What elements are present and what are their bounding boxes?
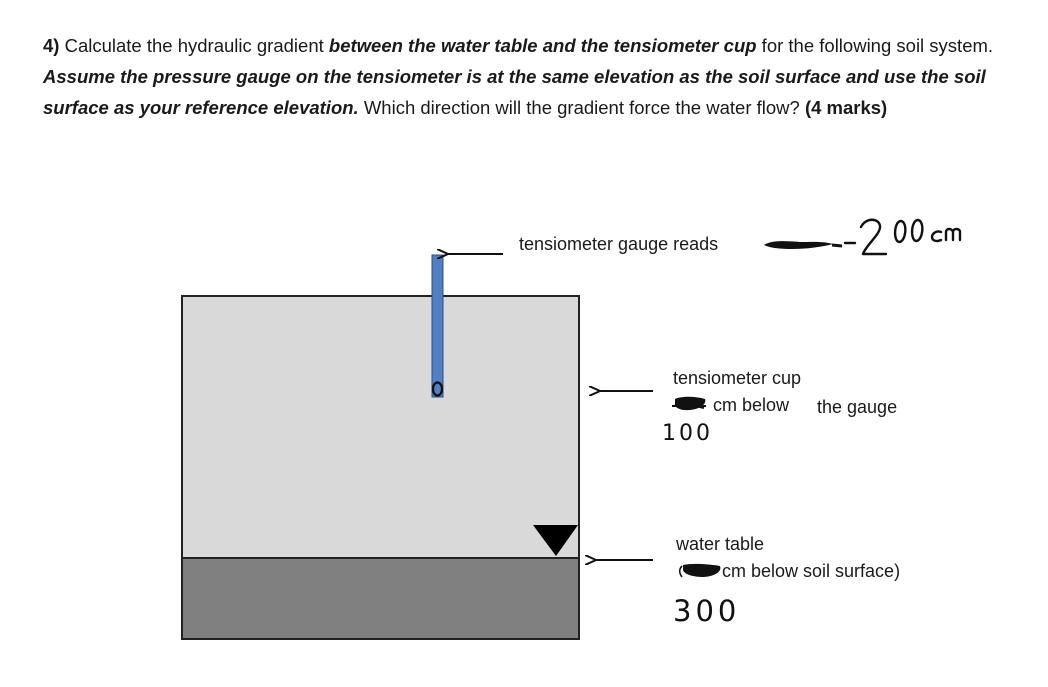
question-marks: (4 marks) <box>804 97 888 118</box>
cup-below-label: cm below <box>713 395 790 415</box>
water-table-symbol <box>533 525 578 556</box>
water-table-below-label: cm below soil surface) <box>722 561 901 581</box>
tensiometer-cup <box>431 381 444 397</box>
question-number: 4) <box>43 35 60 56</box>
scribble-wt-bracket <box>678 565 683 578</box>
question-part-5: Which direction will the gradient force … <box>358 97 805 118</box>
question-part-3: for the following soil system. <box>756 35 994 56</box>
question-part-1: Calculate the hydraulic gradient <box>59 35 329 56</box>
scribble-cup-stroke <box>672 400 706 409</box>
handwritten-100: 100 <box>662 421 713 446</box>
cup-label: tensiometer cup <box>673 368 802 388</box>
handwritten-minus-200-cm <box>843 218 962 256</box>
scribble-wt <box>683 563 721 577</box>
cup-gauge-label: the gauge <box>817 397 898 417</box>
handwritten-300: 300 <box>673 594 741 628</box>
question-part-4: Assume the pressure gauge on the tensiom… <box>43 66 986 118</box>
question-part-2: between the water table and the tensiome… <box>328 35 757 56</box>
question-text: 4) Calculate the hydraulic gradient betw… <box>43 30 1003 123</box>
saturated-soil <box>181 557 580 640</box>
scribble-gauge-line <box>831 243 843 248</box>
zero-mark: 0 <box>429 377 442 399</box>
water-table-label: water table <box>676 534 765 554</box>
tensiometer-tube <box>431 254 444 398</box>
scribble-gauge <box>764 241 833 249</box>
gauge-label: tensiometer gauge reads <box>519 234 719 254</box>
unsaturated-soil <box>181 295 580 559</box>
